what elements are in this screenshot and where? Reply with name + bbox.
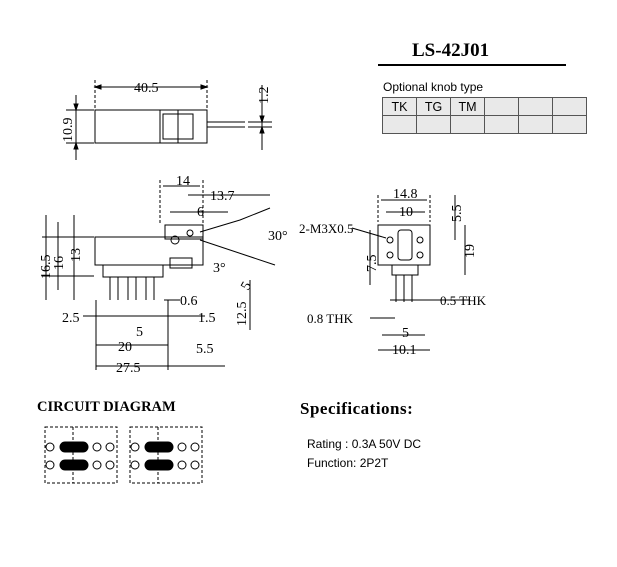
- knob-cell: [518, 97, 553, 116]
- top-view: [66, 80, 272, 160]
- dim-side-13-7: 13.7: [210, 189, 235, 204]
- specifications-title: Specifications:: [300, 399, 414, 418]
- dim-side-2-5: 2.5: [62, 311, 80, 326]
- dim-side-0-6: 0.6: [180, 294, 198, 309]
- knob-cell-empty: [552, 115, 587, 134]
- title-underline: [378, 64, 566, 66]
- knob-cell-empty: [382, 115, 417, 134]
- knob-cell-empty: [416, 115, 451, 134]
- circuit-diagram-title: CIRCUIT DIAGRAM: [37, 399, 176, 415]
- dim-side-12-5: 12.5: [235, 302, 250, 327]
- dim-side-5: 5: [136, 325, 143, 340]
- dim-side-5-5: 5.5: [196, 342, 214, 357]
- dim-side-13: 13: [69, 248, 84, 262]
- side-view: [42, 180, 276, 370]
- dim-side-14: 14: [176, 174, 190, 189]
- knob-cell-empty: [518, 115, 553, 134]
- dim-pin-thick: 1.2: [257, 87, 272, 105]
- dim-side-3deg: 3°: [213, 261, 226, 276]
- dim-side-20: 20: [118, 340, 132, 355]
- dim-end-5: 5: [402, 326, 409, 341]
- dim-end-5-5: 5.5: [450, 205, 465, 223]
- dim-end-14-8: 14.8: [393, 187, 418, 202]
- dim-end-10: 10: [399, 205, 413, 220]
- knob-type-table: TK TG TM: [382, 97, 587, 134]
- knob-cell: [484, 97, 519, 116]
- spec-rating: Rating : 0.3A 50V DC: [307, 437, 422, 451]
- dim-side-27-5: 27.5: [116, 361, 141, 376]
- dim-top-length: 40.5: [134, 81, 159, 96]
- dim-end-screw: 2-M3X0.5: [299, 221, 354, 236]
- dim-end-7-5: 7.5: [365, 255, 380, 273]
- dim-side-16: 16: [52, 256, 67, 270]
- dim-end-0-8thk: 0.8 THK: [307, 311, 354, 326]
- knob-cell: TK: [382, 97, 417, 116]
- spec-function: Function: 2P2T: [307, 456, 389, 470]
- dim-side-30deg: 30°: [268, 229, 288, 244]
- circuit-diagram: [44, 426, 203, 484]
- dim-end-10-1: 10.1: [392, 343, 417, 358]
- knob-cell: TG: [416, 97, 451, 116]
- knob-cell: [552, 97, 587, 116]
- dim-side-6: 6: [197, 205, 204, 220]
- dim-side-1-5: 1.5: [198, 311, 216, 326]
- knob-cell-empty: [484, 115, 519, 134]
- knob-type-caption: Optional knob type: [383, 80, 484, 94]
- part-number-title: LS-42J01: [412, 40, 490, 61]
- dim-side-5-slant: 5: [238, 279, 254, 293]
- knob-cell-empty: [450, 115, 485, 134]
- end-view: [351, 195, 470, 351]
- dim-top-height: 10.9: [61, 118, 76, 143]
- dim-end-19: 19: [463, 244, 478, 258]
- dimension-labels: 40.5 10.9 1.2 14 13.7 6 30° 3° 16.5 16 1…: [39, 81, 487, 376]
- dim-end-0-5thk: 0.5 THK: [440, 293, 487, 308]
- knob-cell: TM: [450, 97, 485, 116]
- dim-side-16-5: 16.5: [39, 255, 54, 280]
